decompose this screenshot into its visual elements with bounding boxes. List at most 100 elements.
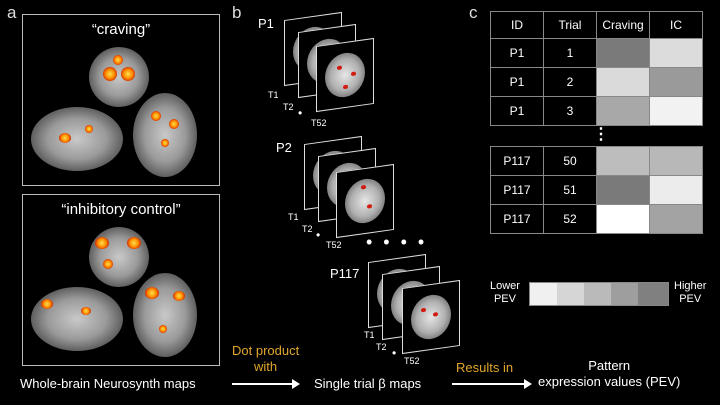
- activation-blob: [161, 139, 169, 147]
- participant-ellipsis: • • • •: [366, 232, 428, 252]
- axial-brain-image: [133, 273, 197, 357]
- cell-ic-pev: [649, 67, 703, 97]
- activation-blob: [95, 237, 109, 249]
- activation-blob: [81, 307, 91, 315]
- cell-ic-pev: [649, 175, 703, 205]
- column-header-ic: IC: [649, 11, 703, 39]
- cell-trial: 1: [543, 38, 597, 68]
- trial-label-t1: T1: [268, 90, 279, 100]
- dot-product-label: Dot product with: [232, 343, 300, 374]
- trial-label-t52: T52: [326, 240, 342, 250]
- cell-craving-pev: [596, 146, 650, 176]
- activation-blob: [41, 299, 53, 309]
- column-header-trial: Trial: [543, 11, 597, 39]
- table-row: P117 50: [490, 146, 703, 176]
- cell-id: P1: [490, 67, 544, 97]
- cell-ic-pev: [649, 204, 703, 234]
- activation-blob: [145, 287, 159, 299]
- pev-table-bottom: P117 50 P117 51 P117 52: [490, 146, 703, 234]
- trial-label-t1: T1: [364, 330, 375, 340]
- participant-label-p1: P1: [258, 16, 274, 31]
- panel-label-a: a: [7, 3, 17, 22]
- ellipsis: •: [392, 346, 397, 360]
- pev-legend-scale: [529, 282, 669, 306]
- activation-blob: [169, 119, 179, 129]
- table-row: P117 51: [490, 175, 703, 205]
- cell-id: P117: [490, 146, 544, 176]
- participant-label-p117: P117: [330, 266, 360, 281]
- cell-id: P117: [490, 204, 544, 234]
- trial-label-t2: T2: [376, 342, 387, 352]
- arrow-head: [524, 379, 532, 389]
- column-header-id: ID: [490, 11, 544, 39]
- cell-craving-pev: [596, 38, 650, 68]
- cell-id: P117: [490, 175, 544, 205]
- activation-blob: [103, 259, 113, 269]
- cell-trial: 51: [543, 175, 597, 205]
- legend-swatch: [557, 283, 584, 305]
- cell-ic-pev: [649, 96, 703, 126]
- activation-blob: [113, 55, 123, 65]
- results-in-label: Results in: [456, 360, 514, 375]
- arrow-head: [292, 379, 300, 389]
- cell-ic-pev: [649, 146, 703, 176]
- arrow-results-in: [452, 383, 526, 385]
- ellipsis: •: [316, 228, 321, 242]
- activation-blob: [127, 237, 141, 249]
- table-row: P117 52: [490, 204, 703, 234]
- table-row: P1 3: [490, 96, 703, 126]
- trial-label-t2: T2: [302, 224, 313, 234]
- trial-label-t1: T1: [288, 212, 299, 222]
- cell-craving-pev: [596, 96, 650, 126]
- table-header-row: ID Trial Craving IC: [490, 11, 703, 39]
- coronal-brain-image: [89, 227, 149, 287]
- legend-swatch: [638, 283, 668, 305]
- cell-craving-pev: [596, 175, 650, 205]
- table-row: P1 1: [490, 38, 703, 68]
- cell-trial: 3: [543, 96, 597, 126]
- activation-blob: [151, 111, 161, 121]
- participant-label-p2: P2: [276, 140, 292, 155]
- inhibitory-map-panel: “inhibitory control”: [22, 194, 220, 366]
- craving-map-title: “craving”: [91, 21, 151, 38]
- trial-slice: [316, 37, 374, 113]
- activation-blob: [103, 67, 117, 81]
- maps-caption: Whole-brain Neurosynth maps: [20, 376, 196, 391]
- cell-trial: 50: [543, 146, 597, 176]
- column-header-craving: Craving: [596, 11, 650, 39]
- arrow-dot-product: [232, 383, 294, 385]
- panel-label-b: b: [232, 3, 242, 22]
- axial-brain-image: [133, 93, 197, 177]
- cell-ic-pev: [649, 38, 703, 68]
- trial-label-t52: T52: [311, 118, 327, 128]
- table-ellipsis: ⋮: [593, 126, 609, 143]
- legend-swatch: [530, 283, 557, 305]
- legend-higher-label: Higher PEV: [674, 280, 707, 305]
- activation-blob: [59, 133, 71, 143]
- activation-blob: [159, 325, 167, 333]
- activation-blob: [85, 125, 93, 133]
- cell-trial: 2: [543, 67, 597, 97]
- activation-blob: [121, 67, 135, 81]
- pev-caption: Pattern expression values (PEV): [538, 358, 681, 389]
- cell-craving-pev: [596, 67, 650, 97]
- sagittal-brain-image: [31, 287, 123, 351]
- ellipsis: •: [298, 106, 303, 120]
- panel-label-c: c: [469, 3, 478, 22]
- sagittal-brain-image: [31, 107, 123, 171]
- trial-label-t52: T52: [404, 356, 420, 366]
- legend-swatch: [611, 283, 638, 305]
- inhibitory-map-title: “inhibitory control”: [61, 201, 181, 218]
- trial-label-t2: T2: [283, 102, 294, 112]
- craving-map-panel: “craving”: [22, 14, 220, 186]
- cell-trial: 52: [543, 204, 597, 234]
- table-row: P1 2: [490, 67, 703, 97]
- cell-craving-pev: [596, 204, 650, 234]
- trial-slice: [402, 279, 460, 355]
- legend-swatch: [584, 283, 611, 305]
- activation-blob: [173, 291, 185, 301]
- trial-slice: [336, 163, 394, 239]
- cell-id: P1: [490, 96, 544, 126]
- single-trial-caption: Single trial β maps: [314, 376, 422, 391]
- pev-table-top: ID Trial Craving IC P1 1 P1 2 P1 3: [490, 11, 703, 126]
